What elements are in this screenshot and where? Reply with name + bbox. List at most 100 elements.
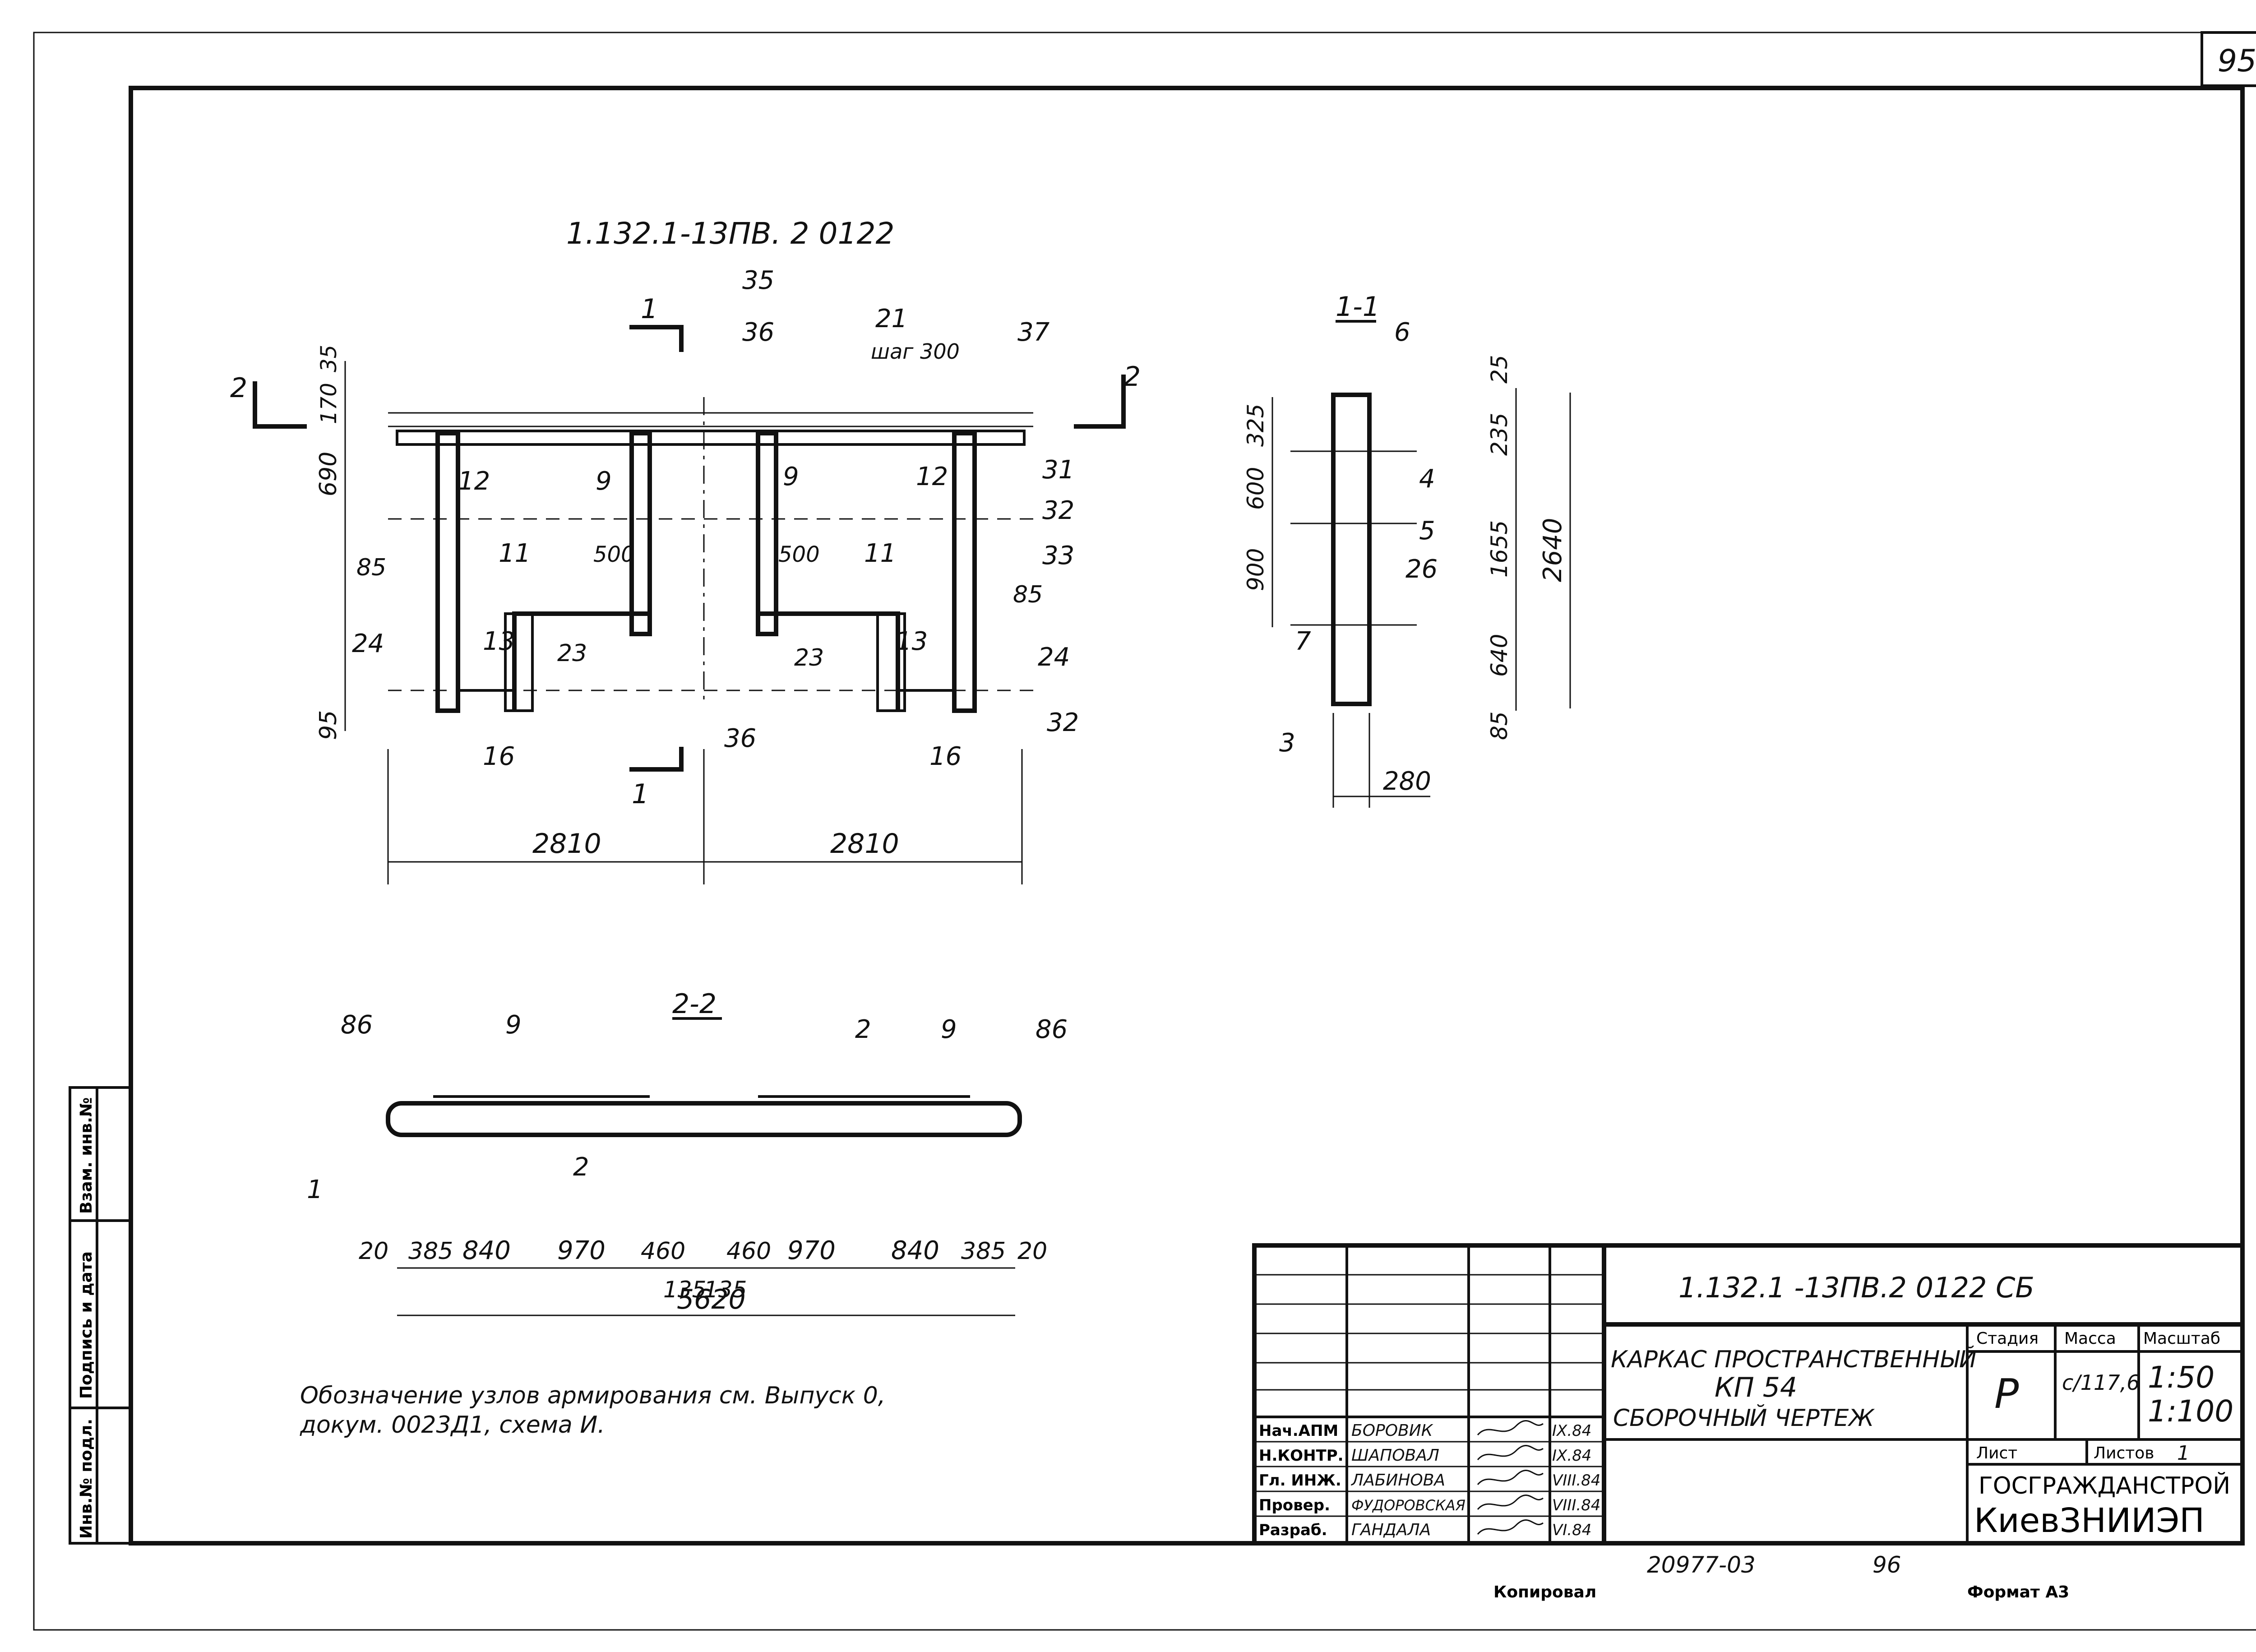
pos-35: 35 (742, 266, 774, 295)
side-stamp-field2: Подпись и дата (77, 1251, 96, 1399)
pos-23b: 23 (794, 644, 824, 671)
pos-37: 37 (1017, 318, 1050, 347)
pos-2-2-2a: 2 (855, 1015, 871, 1044)
staff-name: ШАПОВАЛ (1351, 1446, 1439, 1465)
dim-2-2-460b: 460 (726, 1238, 771, 1265)
pos-1-1-5: 5 (1419, 516, 1435, 546)
pos-33: 33 (1042, 541, 1074, 570)
section-mark-2b: 2 (1123, 361, 1141, 393)
staff-name: ГАНДАЛА (1351, 1521, 1431, 1539)
tb-sheets-label: Листов (2094, 1444, 2154, 1462)
section-2-2: 2-2 86 86 9 2 9 1 2 20 385 840 970 460 4… (307, 988, 1068, 1316)
right-foot (876, 612, 906, 712)
dim-bottom-2810a: 2810 (532, 828, 601, 860)
note-line2: докум. 0023Д1, схема И. (300, 1411, 605, 1439)
tb-scale-value2: 1:100 (2148, 1394, 2233, 1429)
staff-row: Провер. ФУДОРОВСКАЯ VIII.84 (1259, 1495, 1600, 1514)
top-beam (396, 430, 1026, 446)
dim-inner-500a: 500 (593, 542, 635, 567)
left-foot (504, 612, 534, 712)
staff-date: IX.84 (1552, 1447, 1591, 1465)
dim-1-1-total: 2640 (1538, 518, 1567, 582)
section-mark-1a: 1 (641, 293, 658, 325)
footer-page: 96 (1872, 1552, 1901, 1578)
dim-2-2-840a: 840 (462, 1236, 511, 1265)
staff-row: Нач.АПМ БОРОВИК IX.84 (1259, 1420, 1591, 1440)
staff-role: Нач.АПМ (1259, 1422, 1338, 1440)
dim-left-170: 170 (316, 383, 342, 424)
pos-36-top: 36 (742, 318, 774, 347)
spacing-note: шаг 300 (871, 339, 960, 364)
pos-32b: 32 (1047, 708, 1079, 737)
staff-date: IX.84 (1552, 1422, 1591, 1440)
tb-mass-label: Масса (2064, 1329, 2116, 1348)
pos-1-1-4: 4 (1419, 464, 1435, 494)
tb-stage-label: Стадия (1976, 1329, 2039, 1348)
staff-signature (1477, 1519, 1544, 1535)
dim-1-1-235: 235 (1486, 413, 1512, 456)
pos-12b: 12 (916, 462, 948, 491)
section-1-bottom (629, 747, 684, 772)
staff-date: VI.84 (1552, 1521, 1591, 1539)
tb-scale-label: Масштаб (2143, 1329, 2220, 1348)
dim-1-1-85: 85 (1486, 711, 1512, 740)
pos-2-2-9b: 9 (941, 1015, 957, 1044)
dim-inner-85: 85 (1013, 581, 1043, 608)
dim-2-2-970a: 970 (557, 1236, 606, 1265)
tb-sheets-value: 1 (2177, 1442, 2190, 1465)
left-inner-column (629, 431, 652, 636)
title-block-frame (1252, 1243, 2245, 1546)
section-2-2-title: 2-2 (672, 988, 717, 1020)
tb-title-line1: КАРКАС ПРОСТРАНСТВЕННЫЙ (1611, 1346, 1977, 1373)
side-stamp-field1: Взам. инв.№ (77, 1097, 96, 1214)
pos-21: 21 (875, 304, 907, 333)
dim-1-1-640: 640 (1486, 634, 1512, 677)
dim-1-1-900: 900 (1243, 548, 1269, 591)
note-line1: Обозначение узлов армирования см. Выпуск… (300, 1382, 885, 1409)
drawing-frame (129, 86, 2245, 1546)
dim-2-2-460a: 460 (641, 1238, 685, 1265)
side-stamp: Взам. инв.№ Подпись и дата Инв.№ подл. (69, 1086, 132, 1545)
dim-2-2-20b: 20 (1017, 1238, 1047, 1265)
staff-name: ЛАБИНОВА (1350, 1471, 1445, 1490)
title-block: 1.132.1 -13ПВ.2 0122 СБ КАРКАС ПРОСТРАНС… (1252, 1243, 2245, 1546)
staff-date: VIII.84 (1552, 1496, 1600, 1514)
tb-org-line1: ГОСГРАЖДАНСТРОЙ (1979, 1472, 2230, 1499)
dim-2-2-86b: 86 (1036, 1015, 1068, 1044)
dim-1-1-1655: 1655 (1486, 520, 1512, 578)
dim-bottom-2810b: 2810 (830, 828, 899, 860)
tb-scale-value1: 1:50 (2148, 1360, 2214, 1395)
section-2-right (1074, 375, 1126, 429)
dim-2-2-86a: 86 (341, 1010, 373, 1040)
left-column (435, 431, 460, 713)
dim-2-2-385a: 385 (408, 1238, 453, 1265)
tb-doc-code: 1.132.1 -13ПВ.2 0122 СБ (1678, 1271, 2034, 1304)
pos-23a: 23 (557, 640, 587, 667)
dim-left-690: 690 (315, 452, 342, 496)
staff-signature (1477, 1420, 1544, 1435)
main-designation: 1.132.1-13ПВ. 2 0122 (566, 216, 895, 251)
pos-11b: 11 (864, 539, 896, 568)
staff-name: ФУДОРОВСКАЯ (1351, 1497, 1465, 1514)
pos-1-1-7: 7 (1295, 627, 1311, 656)
outer-border (33, 32, 2256, 1631)
pos-24b: 24 (1038, 643, 1070, 672)
staff-role: Разраб. (1259, 1521, 1327, 1539)
dim-2-2-970b: 970 (787, 1236, 836, 1265)
tb-sheet-label: Лист (1976, 1444, 2017, 1462)
footer-copied: Копировал (1493, 1583, 1596, 1601)
section-1-top (629, 325, 684, 352)
sheet-number: 95 (2218, 43, 2256, 79)
section-1-1: 1-1 280 325 600 900 25 235 1655 640 85 2… (1243, 291, 1571, 808)
section-1-1-title: 1-1 (1336, 291, 1380, 323)
pos-1-1-6: 6 (1394, 318, 1410, 347)
pos-16b: 16 (929, 742, 962, 771)
pos-1-1-26: 26 (1405, 555, 1438, 584)
staff-role: Н.КОНТР. (1259, 1447, 1344, 1465)
pos-9b: 9 (783, 462, 799, 491)
section-1-1-width: 280 (1383, 767, 1431, 796)
pos-16a: 16 (483, 742, 515, 771)
pos-2-2-1: 1 (307, 1175, 323, 1204)
side-stamp-field3: Инв.№ подл. (77, 1419, 96, 1539)
